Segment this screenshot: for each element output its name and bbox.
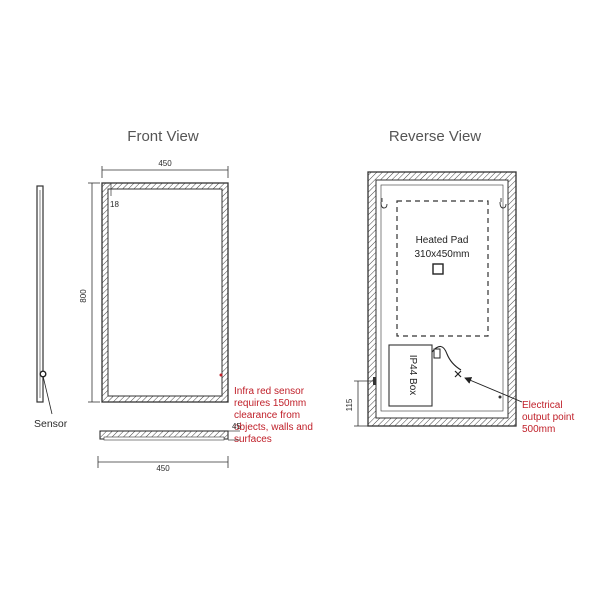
ip44-box <box>388 344 433 407</box>
note-line: clearance from <box>234 410 300 421</box>
note-line: output point <box>522 412 574 423</box>
electrical-arrow <box>464 377 523 403</box>
ip44-box-label: IP44 Box <box>407 355 418 396</box>
inset-label: 18 <box>110 200 119 209</box>
sensor-dot-icon <box>39 370 47 378</box>
offset-dimension <box>354 377 376 427</box>
rear-sensor-marker <box>498 395 502 399</box>
height-dimension <box>88 182 100 403</box>
top-width-dimension <box>101 166 229 178</box>
top-width-label: 450 <box>158 159 172 168</box>
sensor-label: Sensor <box>34 418 68 430</box>
heated-pad <box>396 200 489 337</box>
offset-label: 115 <box>345 398 354 411</box>
electrical-note: Electrical output point 500mm <box>522 400 574 435</box>
note-line: requires 150mm <box>234 398 306 409</box>
note-line: Electrical <box>522 400 563 411</box>
bottom-width-dimension <box>97 456 229 468</box>
front-view-title: Front View <box>127 128 199 145</box>
front-mirror <box>101 182 229 403</box>
note-line: objects, walls and <box>234 422 313 433</box>
note-line: Infra red sensor <box>234 386 305 397</box>
hook-icon <box>380 198 388 209</box>
hook-icon <box>499 198 507 209</box>
heated-pad-label: Heated Pad <box>416 235 469 246</box>
front-sensor-marker <box>219 373 223 377</box>
bottom-width-label: 450 <box>156 464 170 473</box>
inset-dimension <box>108 183 114 196</box>
heated-pad-size: 310x450mm <box>414 249 469 260</box>
depth-label: 45 <box>232 422 241 431</box>
bottom-profile <box>99 430 240 441</box>
note-line: 500mm <box>522 424 555 435</box>
note-line: surfaces <box>234 434 272 445</box>
plug-icon <box>431 345 462 371</box>
height-label: 800 <box>79 289 88 303</box>
reverse-view-title: Reverse View <box>389 128 481 145</box>
side-profile <box>36 185 53 415</box>
cross-marker-icon <box>454 370 462 378</box>
sensor-note: Infra red sensor requires 150mm clearanc… <box>234 386 313 445</box>
pad-connector <box>432 263 444 275</box>
